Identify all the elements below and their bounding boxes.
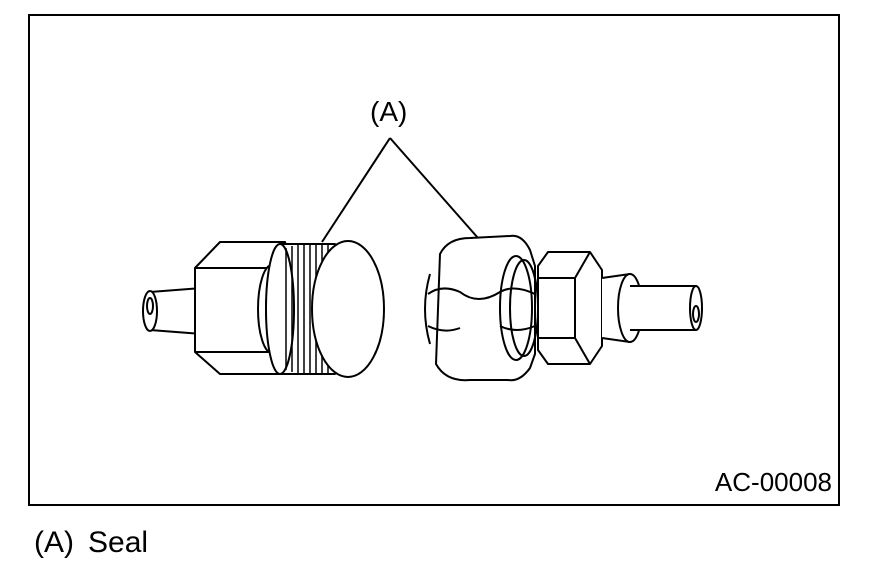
connector-illustration: [142, 137, 703, 382]
right-hex-nut: [537, 251, 603, 365]
legend-text: Seal: [88, 526, 149, 559]
figure-frame: (A) AC-00008: [28, 14, 840, 506]
figure-id: AC-00008: [714, 467, 832, 497]
callout-leaders: [321, 137, 479, 243]
seal-body-right: [424, 234, 539, 382]
legend-key: (A): [34, 526, 74, 559]
callout-label: (A): [370, 96, 408, 127]
left-pipe: [142, 287, 203, 335]
seal-cap-left: [265, 240, 385, 378]
legend: (A) Seal: [34, 526, 162, 560]
right-pipe: [601, 273, 703, 343]
